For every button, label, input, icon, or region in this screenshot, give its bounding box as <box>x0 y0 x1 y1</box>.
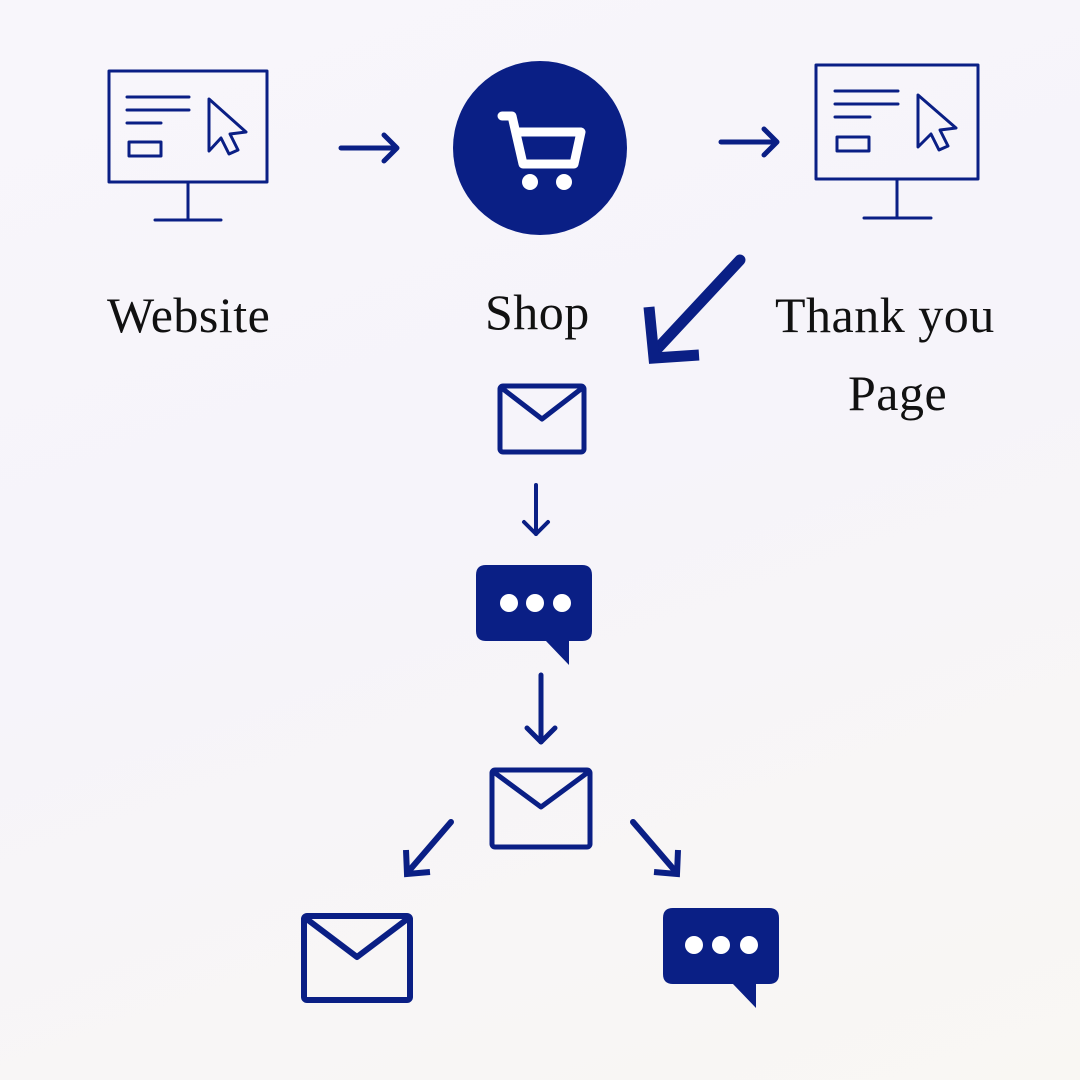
envelope-icon <box>489 767 593 850</box>
website-label: Website <box>107 287 271 343</box>
envelope-icon <box>497 383 587 455</box>
arrow-right-icon <box>338 132 400 164</box>
envelope-icon <box>301 913 413 1003</box>
website-monitor-icon <box>107 69 269 222</box>
thank-you-label: Thank you <box>775 287 995 343</box>
arrow-down-icon <box>524 672 558 745</box>
page-label: Page <box>848 365 948 421</box>
arrow-down-left-icon <box>403 819 454 878</box>
arrow-down-right-icon <box>630 819 681 878</box>
chat-bubble-icon <box>476 565 592 665</box>
arrow-down-icon <box>522 483 550 536</box>
chat-bubble-icon <box>663 908 779 1008</box>
arrow-right-icon <box>718 126 780 158</box>
arrow-down-left-icon <box>643 254 746 364</box>
thank-you-monitor-icon <box>814 63 980 220</box>
shop-label: Shop <box>485 284 590 340</box>
shopping-cart-icon <box>453 61 627 235</box>
